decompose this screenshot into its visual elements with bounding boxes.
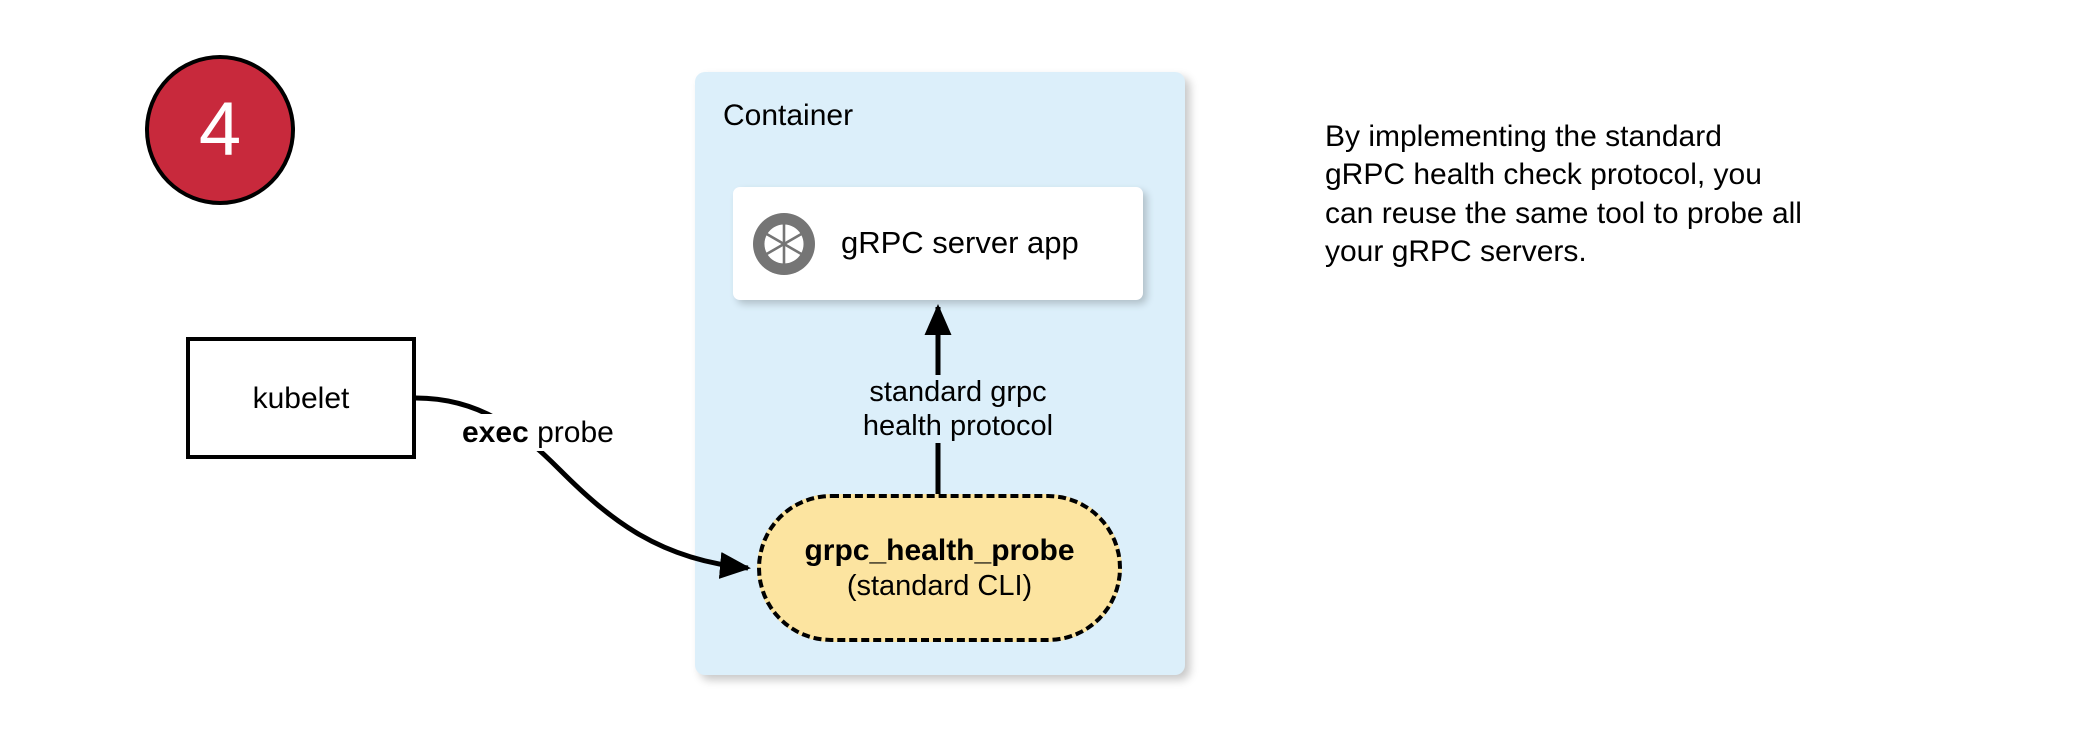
exec-probe-label: exec probe	[456, 414, 620, 451]
grpc-aperture-icon	[751, 211, 817, 277]
health-protocol-label-line2: health protocol	[862, 410, 1054, 443]
grpc-server-app-label: gRPC server app	[841, 225, 1079, 261]
kubelet-node: kubelet	[186, 337, 416, 459]
container-title: Container	[723, 99, 854, 132]
step-number-text: 4	[198, 87, 242, 172]
exec-probe-rest: probe	[528, 416, 614, 449]
side-note: By implementing the standard gRPC health…	[1325, 118, 1905, 272]
kubelet-label: kubelet	[252, 381, 350, 415]
side-note-line3: can reuse the same tool to probe all	[1325, 196, 1802, 230]
step-number-badge: 4	[145, 55, 295, 205]
grpc-health-probe-name: grpc_health_probe	[804, 534, 1075, 568]
side-note-line1: By implementing the standard	[1325, 120, 1722, 153]
exec-probe-bold-word: exec	[462, 416, 529, 449]
health-protocol-label-line1: standard grpc	[869, 376, 1047, 408]
health-protocol-label: standard grpc health protocol	[843, 375, 1073, 444]
side-note-line4: your gRPC servers.	[1325, 235, 1587, 269]
grpc-health-probe-subtitle: (standard CLI)	[846, 569, 1033, 602]
grpc-health-probe-node: grpc_health_probe (standard CLI)	[757, 494, 1122, 642]
grpc-server-app-card: gRPC server app	[733, 187, 1143, 300]
side-note-line2: gRPC health check protocol, you	[1325, 158, 1762, 192]
